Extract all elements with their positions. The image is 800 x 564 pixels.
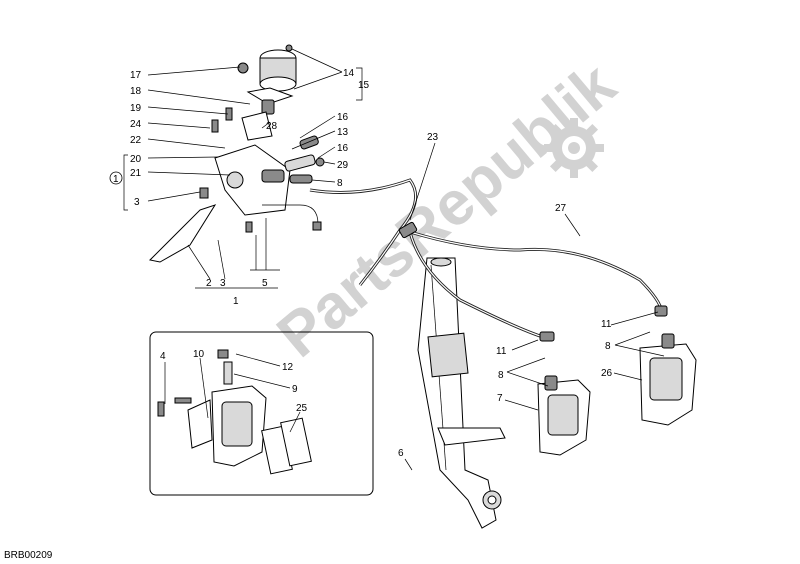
callout-16-top: 16 bbox=[337, 112, 349, 123]
leader-lines bbox=[123, 48, 665, 471]
caliper-front-right bbox=[639, 333, 697, 426]
callout-18: 18 bbox=[130, 86, 142, 97]
callout-29: 29 bbox=[337, 160, 349, 171]
callout-28: 28 bbox=[266, 121, 278, 132]
callout-11-mid: 11 bbox=[496, 346, 507, 357]
callout-11-right: 11 bbox=[601, 319, 612, 330]
fork-leg bbox=[417, 257, 506, 529]
callout-17: 17 bbox=[130, 70, 142, 81]
callout-2: 2 bbox=[206, 278, 212, 289]
callout-24: 24 bbox=[130, 119, 142, 130]
callout-12: 12 bbox=[282, 362, 294, 373]
callout-7: 7 bbox=[497, 393, 503, 404]
callout-10: 10 bbox=[193, 349, 205, 360]
circled-callout-1-label: 1 bbox=[113, 174, 119, 185]
caliper-front-left bbox=[537, 375, 591, 456]
inset-box bbox=[149, 331, 374, 496]
callout-5: 5 bbox=[262, 278, 268, 289]
callout-3-bottom: 3 bbox=[220, 278, 226, 289]
circled-callout-1: 1 bbox=[109, 171, 123, 185]
callout-21: 21 bbox=[130, 168, 142, 179]
callout-8-mid: 8 bbox=[498, 370, 504, 381]
callout-8-top: 8 bbox=[337, 178, 343, 189]
callout-16-bottom: 16 bbox=[337, 143, 349, 154]
master-cylinder-assembly bbox=[148, 44, 325, 263]
callout-9: 9 bbox=[292, 384, 298, 395]
diagram-code: BRB00209 bbox=[4, 550, 53, 561]
callout-22: 22 bbox=[130, 135, 142, 146]
callout-14: 14 bbox=[343, 68, 355, 79]
callout-26: 26 bbox=[601, 368, 613, 379]
callout-6: 6 bbox=[398, 448, 404, 459]
callout-25: 25 bbox=[296, 403, 308, 414]
brake-hoses bbox=[309, 178, 668, 342]
callout-20: 20 bbox=[130, 154, 142, 165]
callout-3-left: 3 bbox=[134, 197, 140, 208]
callout-1: 1 bbox=[233, 296, 239, 307]
callout-4: 4 bbox=[160, 351, 166, 362]
callout-15: 15 bbox=[358, 80, 370, 91]
callout-labels: 17 18 19 24 22 20 21 3 1 14 15 16 28 13 … bbox=[109, 68, 613, 459]
callout-23: 23 bbox=[427, 132, 439, 143]
callout-8-right: 8 bbox=[605, 341, 611, 352]
callout-19: 19 bbox=[130, 103, 142, 114]
gear-icon bbox=[544, 118, 604, 178]
callout-13: 13 bbox=[337, 127, 349, 138]
callout-27: 27 bbox=[555, 203, 567, 214]
